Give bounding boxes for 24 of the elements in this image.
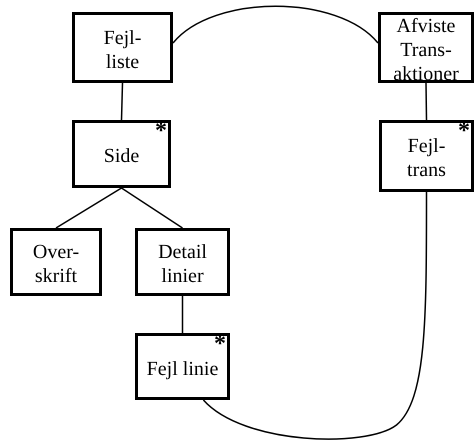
structure-box xyxy=(72,12,173,83)
box-label: Detail linier xyxy=(157,240,208,288)
connector-line xyxy=(182,296,184,333)
structure-box xyxy=(135,228,230,296)
box-label: Side xyxy=(102,144,140,168)
connector-line xyxy=(425,82,428,120)
connector-line xyxy=(172,6,379,44)
iteration-mark: * xyxy=(458,119,470,143)
connector-line xyxy=(120,82,124,120)
structure-box xyxy=(135,333,230,400)
structure-box xyxy=(10,228,102,296)
structure-box xyxy=(72,120,171,188)
iteration-mark: * xyxy=(155,119,167,143)
box-label: Fejl linie xyxy=(146,356,220,380)
box-label: Fejl- trans xyxy=(406,134,447,182)
iteration-mark: * xyxy=(214,332,226,356)
connector-line xyxy=(202,192,428,440)
connector-line xyxy=(121,187,183,229)
structure-box xyxy=(378,12,474,83)
structure-box xyxy=(379,120,474,192)
box-label: Afviste Trans- aktioner xyxy=(392,14,460,86)
box-label: Fejl- liste xyxy=(102,26,142,74)
box-label: Over- skrift xyxy=(32,240,80,288)
connector-line xyxy=(56,187,122,229)
